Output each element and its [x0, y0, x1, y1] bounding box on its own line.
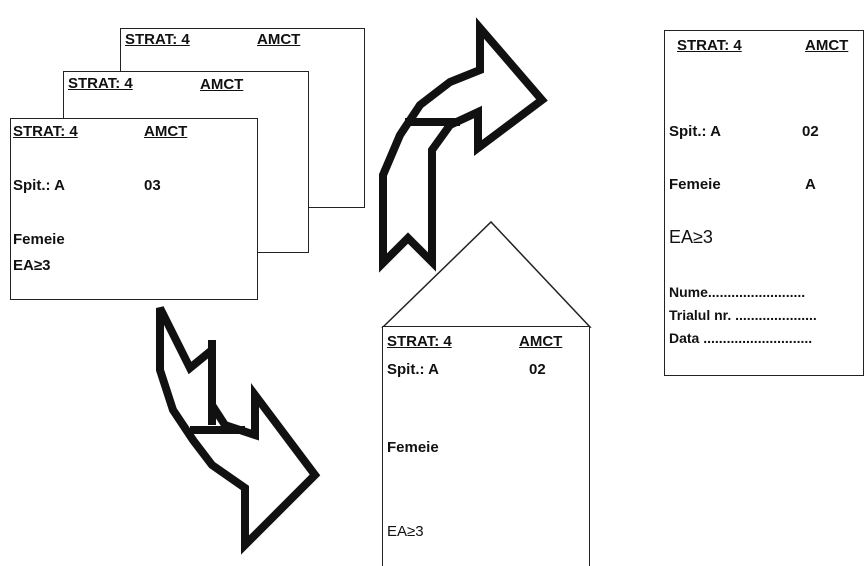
- final-card: STRAT: 4 AMCT Spit.: A 02 Femeie A EA≥3 …: [664, 30, 864, 376]
- group-value: A: [805, 176, 816, 193]
- femeie-label: Femeie: [387, 439, 439, 456]
- amct-label: AMCT: [805, 37, 848, 54]
- ea-label: EA≥3: [387, 523, 424, 540]
- number-value: 02: [529, 361, 546, 378]
- strat-label: STRAT: 4: [677, 37, 742, 54]
- femeie-label: Femeie: [669, 176, 721, 193]
- ea-label: EA≥3: [669, 227, 713, 248]
- spit-label: Spit.: A: [669, 123, 721, 140]
- arrow-up-right-icon: [383, 28, 542, 263]
- envelope-card: STRAT: 4 AMCT Spit.: A 02 Femeie EA≥3: [382, 326, 590, 566]
- data-field: Data ............................: [669, 330, 812, 346]
- envelope-flap: [383, 222, 590, 327]
- number-value: 02: [802, 123, 819, 140]
- amct-label: AMCT: [519, 333, 562, 350]
- nume-field: Nume.........................: [669, 284, 805, 300]
- spit-label: Spit.: A: [387, 361, 439, 378]
- arrow-down-right-icon: [160, 308, 315, 545]
- strat-label: STRAT: 4: [387, 333, 452, 350]
- trial-field: Trialul nr. .....................: [669, 307, 817, 323]
